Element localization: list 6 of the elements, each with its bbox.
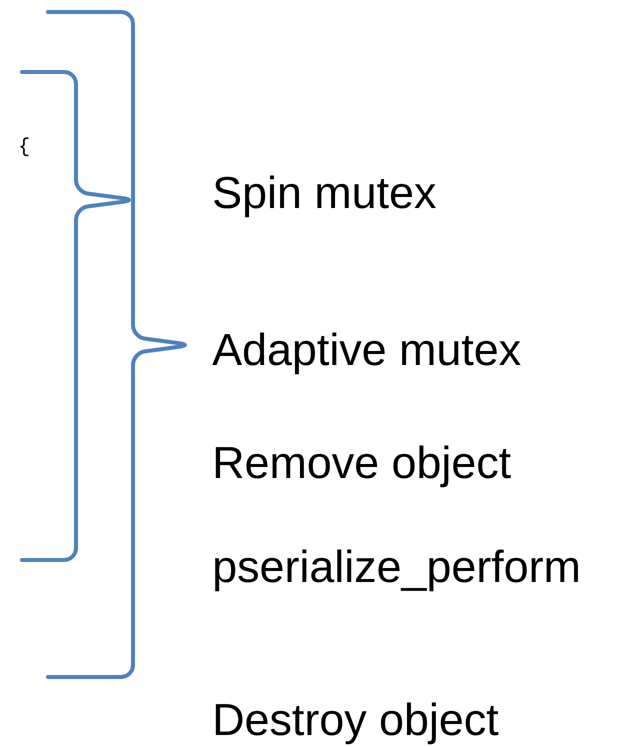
label: Spin mutex	[214, 176, 436, 218]
label: Destroy object	[216, 702, 498, 744]
label: Adaptive mutex	[212, 332, 521, 374]
label: Remove object	[216, 446, 511, 488]
label: pserialize_perform	[215, 550, 578, 592]
label: {	[20, 138, 29, 156]
